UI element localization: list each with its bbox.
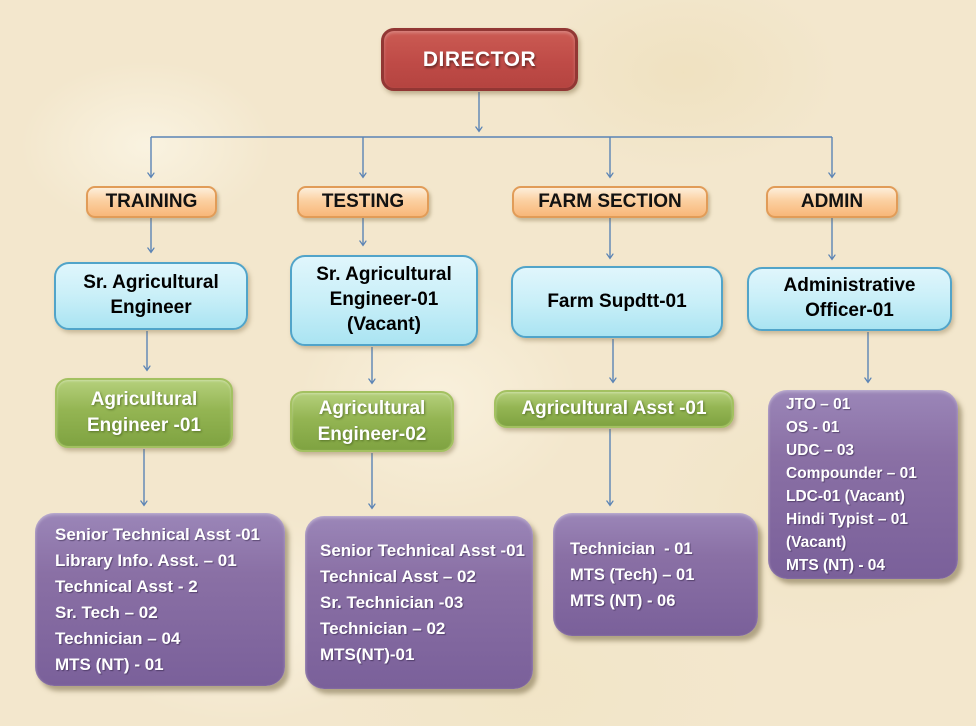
head-box-admin: Administrative Officer-01 xyxy=(747,267,952,331)
staff-box-testing: Senior Technical Asst -01 Technical Asst… xyxy=(305,516,533,689)
staff-box-admin: JTO – 01 OS - 01 UDC – 03 Compounder – 0… xyxy=(768,390,958,579)
director-box: DIRECTOR xyxy=(381,28,578,91)
staff-list-testing: Senior Technical Asst -01 Technical Asst… xyxy=(320,540,526,664)
staff-list-training: Senior Technical Asst -01 Library Info. … xyxy=(55,524,261,674)
section-training: TRAINING xyxy=(86,186,217,218)
head-box-testing: Sr. Agricultural Engineer-01 (Vacant) xyxy=(290,255,478,346)
officer-box-farm: Agricultural Asst -01 xyxy=(494,390,734,428)
section-testing: TESTING xyxy=(297,186,429,218)
section-admin: ADMIN xyxy=(766,186,898,218)
staff-box-training: Senior Technical Asst -01 Library Info. … xyxy=(35,513,285,686)
staff-box-farm: Technician - 01 MTS (Tech) – 01 MTS (NT)… xyxy=(553,513,758,636)
head-box-farm: Farm Supdtt-01 xyxy=(511,266,723,338)
section-farm: FARM SECTION xyxy=(512,186,708,218)
staff-list-admin: JTO – 01 OS - 01 UDC – 03 Compounder – 0… xyxy=(786,395,917,574)
staff-list-farm: Technician - 01 MTS (Tech) – 01 MTS (NT)… xyxy=(570,539,695,610)
officer-box-training: Agricultural Engineer -01 xyxy=(55,378,233,448)
head-box-training: Sr. Agricultural Engineer xyxy=(54,262,248,330)
connector xyxy=(144,92,868,508)
officer-box-testing: Agricultural Engineer-02 xyxy=(290,391,454,452)
